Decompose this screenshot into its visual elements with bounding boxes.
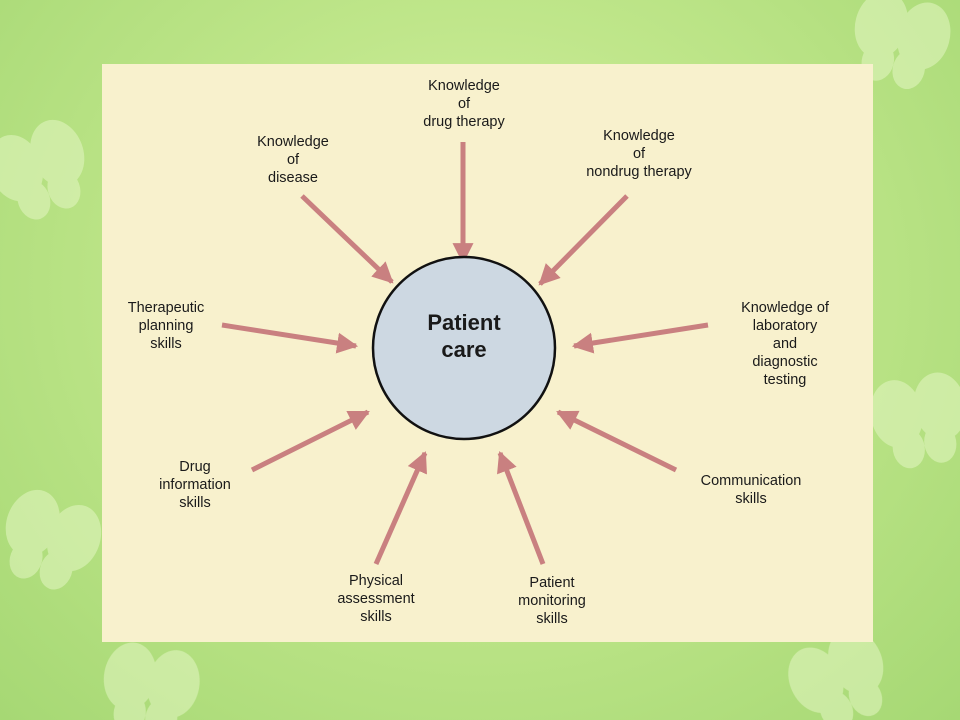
diagram-panel: Patient care Knowledge of drug therapy K… bbox=[102, 64, 873, 642]
node-disease: Knowledge of disease bbox=[257, 134, 329, 186]
node-therapeutic-planning: Therapeutic planning skills bbox=[127, 300, 205, 352]
butterfly-icon bbox=[788, 628, 884, 720]
arrow-therapeutic-planning bbox=[221, 322, 359, 354]
arrow-laboratory-testing bbox=[571, 322, 709, 354]
node-physical-assessment: Physical assessment skills bbox=[337, 573, 415, 625]
node-patient-monitoring: Patient monitoring skills bbox=[518, 575, 586, 627]
butterfly-icon bbox=[5, 489, 102, 590]
butterfly-icon bbox=[103, 642, 200, 720]
arrow-physical-assessment bbox=[373, 451, 428, 566]
arrow-communication bbox=[556, 409, 678, 473]
center-label: Patient care bbox=[427, 310, 501, 362]
diagram-svg bbox=[221, 142, 709, 566]
butterfly-icon bbox=[870, 372, 960, 469]
node-drug-information: Drug information skills bbox=[159, 459, 231, 511]
arrow-patient-monitoring bbox=[497, 451, 546, 565]
node-nondrug-therapy: Knowledge of nondrug therapy bbox=[586, 128, 692, 180]
arrow-disease bbox=[300, 194, 394, 284]
node-laboratory-testing: Knowledge of laboratory and diagnostic t… bbox=[741, 300, 829, 388]
butterfly-icon bbox=[0, 119, 85, 220]
arrow-nondrug-therapy bbox=[538, 194, 629, 286]
node-communication: Communication skills bbox=[700, 473, 802, 507]
center-circle bbox=[371, 255, 557, 441]
arrow-drug-information bbox=[250, 409, 370, 473]
node-drug-therapy: Knowledge of drug therapy bbox=[423, 78, 505, 130]
